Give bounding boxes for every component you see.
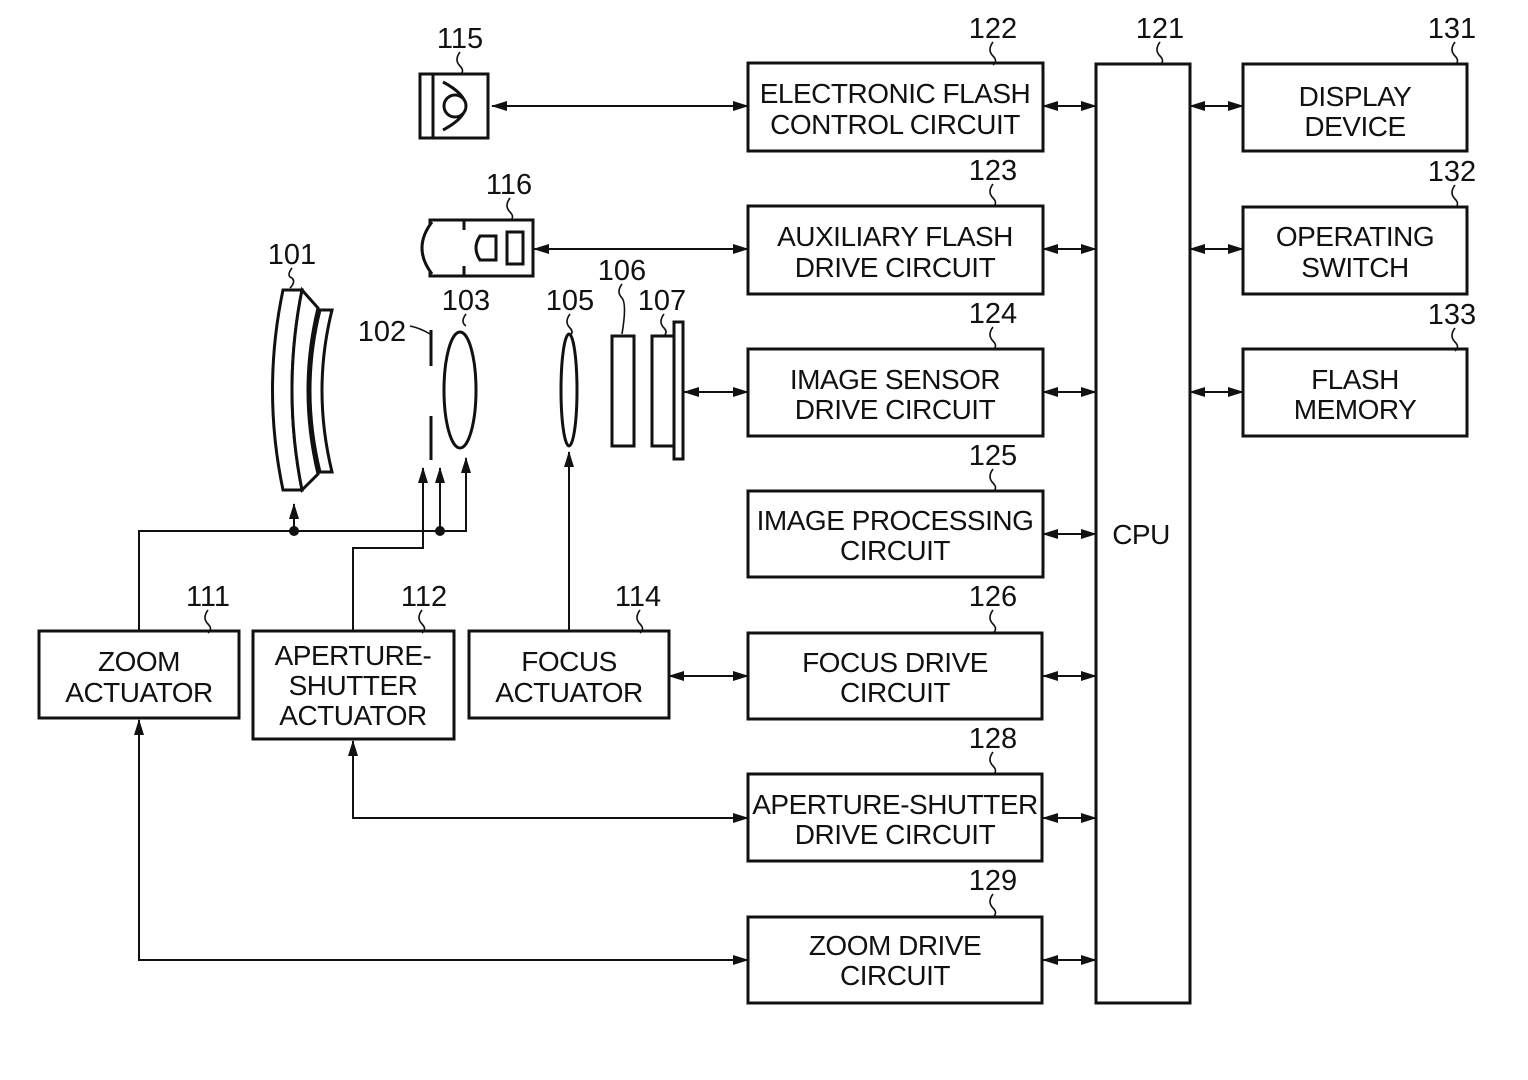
ref-116: 116 bbox=[486, 169, 532, 201]
aperture-shutter-drive-label-2: DRIVE CIRCUIT bbox=[795, 819, 996, 850]
auxiliary-flash-drive-circuit: AUXILIARY FLASH DRIVE CIRCUIT bbox=[746, 204, 1045, 296]
ref-105: 105 bbox=[546, 285, 594, 317]
ref-125: 125 bbox=[969, 440, 1017, 472]
wire-zoom-drive-actuator bbox=[134, 719, 749, 965]
focus-actuator-label-1: FOCUS bbox=[521, 646, 617, 677]
cpu-label: CPU bbox=[1112, 519, 1170, 550]
junction-dot-102 bbox=[435, 526, 445, 536]
aperture-shutter-drive-label-1: APERTURE-SHUTTER bbox=[752, 789, 1038, 820]
display-device-label-1: DISPLAY bbox=[1299, 81, 1413, 112]
operating-switch-label-1: OPERATING bbox=[1276, 221, 1434, 252]
focus-drive-label-1: FOCUS DRIVE bbox=[802, 647, 988, 678]
image-sensor-drive-circuit: IMAGE SENSOR DRIVE CIRCUIT bbox=[746, 347, 1045, 438]
second-lens-group-icon bbox=[442, 330, 478, 450]
electronic-flash-control-circuit: ELECTRONIC FLASH CONTROL CIRCUIT bbox=[746, 61, 1045, 153]
aperture-shutter-actuator-label-3: ACTUATOR bbox=[279, 700, 426, 731]
electronic-flash-control-label-1: ELECTRONIC FLASH bbox=[760, 78, 1031, 109]
zoom-drive-label-2: CIRCUIT bbox=[840, 960, 950, 991]
ref-102: 102 bbox=[358, 316, 406, 348]
flash-memory-label-1: FLASH bbox=[1311, 364, 1399, 395]
display-device-block: DISPLAY DEVICE bbox=[1241, 62, 1469, 153]
ref-132: 132 bbox=[1428, 156, 1476, 188]
ref-114: 114 bbox=[615, 581, 661, 613]
auxiliary-flash-drive-label-2: DRIVE CIRCUIT bbox=[795, 252, 996, 283]
aperture-shutter-drive-circuit: APERTURE-SHUTTER DRIVE CIRCUIT bbox=[746, 772, 1044, 863]
ref-115: 115 bbox=[437, 23, 483, 55]
flash-memory-block: FLASH MEMORY bbox=[1241, 347, 1469, 438]
ref-101: 101 bbox=[268, 239, 316, 271]
image-sensor-icon bbox=[650, 320, 685, 461]
ref-106: 106 bbox=[598, 255, 646, 287]
flash-memory-label-2: MEMORY bbox=[1294, 394, 1417, 425]
wire-zoom-mechanical-link bbox=[138, 457, 471, 631]
image-processing-circuit: IMAGE PROCESSING CIRCUIT bbox=[746, 489, 1045, 579]
image-sensor-drive-label-2: DRIVE CIRCUIT bbox=[795, 394, 996, 425]
zoom-actuator-label-1: ZOOM bbox=[98, 646, 180, 677]
ref-112: 112 bbox=[401, 581, 447, 613]
wire-actuator-to-shutter bbox=[352, 467, 428, 631]
ref-128: 128 bbox=[969, 723, 1017, 755]
ref-133: 133 bbox=[1428, 299, 1476, 331]
cpu-block: CPU bbox=[1094, 62, 1192, 1005]
reference-numbers: 122 123 124 125 126 128 129 121 131 132 … bbox=[186, 13, 1476, 897]
zoom-drive-circuit: ZOOM DRIVE CIRCUIT bbox=[746, 915, 1044, 1005]
first-lens-group-icon bbox=[271, 286, 334, 494]
operating-switch-block: OPERATING SWITCH bbox=[1241, 205, 1469, 296]
ref-131: 131 bbox=[1428, 13, 1476, 45]
ref-107: 107 bbox=[638, 285, 686, 317]
zoom-drive-label-1: ZOOM DRIVE bbox=[809, 930, 981, 961]
focus-actuator-label-2: ACTUATOR bbox=[495, 677, 642, 708]
junction-dot-101 bbox=[289, 526, 299, 536]
operating-switch-label-2: SWITCH bbox=[1301, 252, 1408, 283]
electronic-flash-icon bbox=[418, 72, 490, 140]
aperture-shutter-actuator-label-1: APERTURE- bbox=[275, 640, 432, 671]
focus-lens-icon bbox=[559, 332, 579, 448]
aperture-shutter-actuator-block: APERTURE- SHUTTER ACTUATOR bbox=[251, 629, 456, 741]
ref-121: 121 bbox=[1136, 13, 1184, 45]
ref-123: 123 bbox=[969, 155, 1017, 187]
aperture-shutter-actuator-label-2: SHUTTER bbox=[289, 670, 418, 701]
wire-aperture-drive-actuator bbox=[348, 740, 749, 823]
ref-111: 111 bbox=[186, 581, 230, 613]
ref-103: 103 bbox=[442, 285, 490, 317]
electronic-flash-control-label-2: CONTROL CIRCUIT bbox=[770, 109, 1020, 140]
ref-126: 126 bbox=[969, 581, 1017, 613]
auxiliary-flash-drive-label-1: AUXILIARY FLASH bbox=[777, 221, 1013, 252]
ref-122: 122 bbox=[969, 13, 1017, 45]
reference-leader-lines bbox=[204, 41, 1459, 918]
image-processing-label-1: IMAGE PROCESSING bbox=[757, 505, 1034, 536]
zoom-actuator-label-2: ACTUATOR bbox=[65, 677, 212, 708]
display-device-label-2: DEVICE bbox=[1304, 111, 1405, 142]
focus-drive-circuit: FOCUS DRIVE CIRCUIT bbox=[746, 631, 1044, 721]
focus-drive-label-2: CIRCUIT bbox=[840, 677, 950, 708]
image-sensor-drive-label-1: IMAGE SENSOR bbox=[790, 364, 1000, 395]
image-processing-label-2: CIRCUIT bbox=[840, 535, 950, 566]
ref-129: 129 bbox=[969, 865, 1017, 897]
connection-lines bbox=[134, 101, 1244, 965]
zoom-actuator-block: ZOOM ACTUATOR bbox=[37, 629, 241, 720]
lowpass-filter-icon bbox=[610, 334, 636, 448]
auxiliary-flash-icon bbox=[420, 218, 535, 278]
ref-124: 124 bbox=[969, 298, 1017, 330]
focus-actuator-block: FOCUS ACTUATOR bbox=[467, 629, 671, 720]
